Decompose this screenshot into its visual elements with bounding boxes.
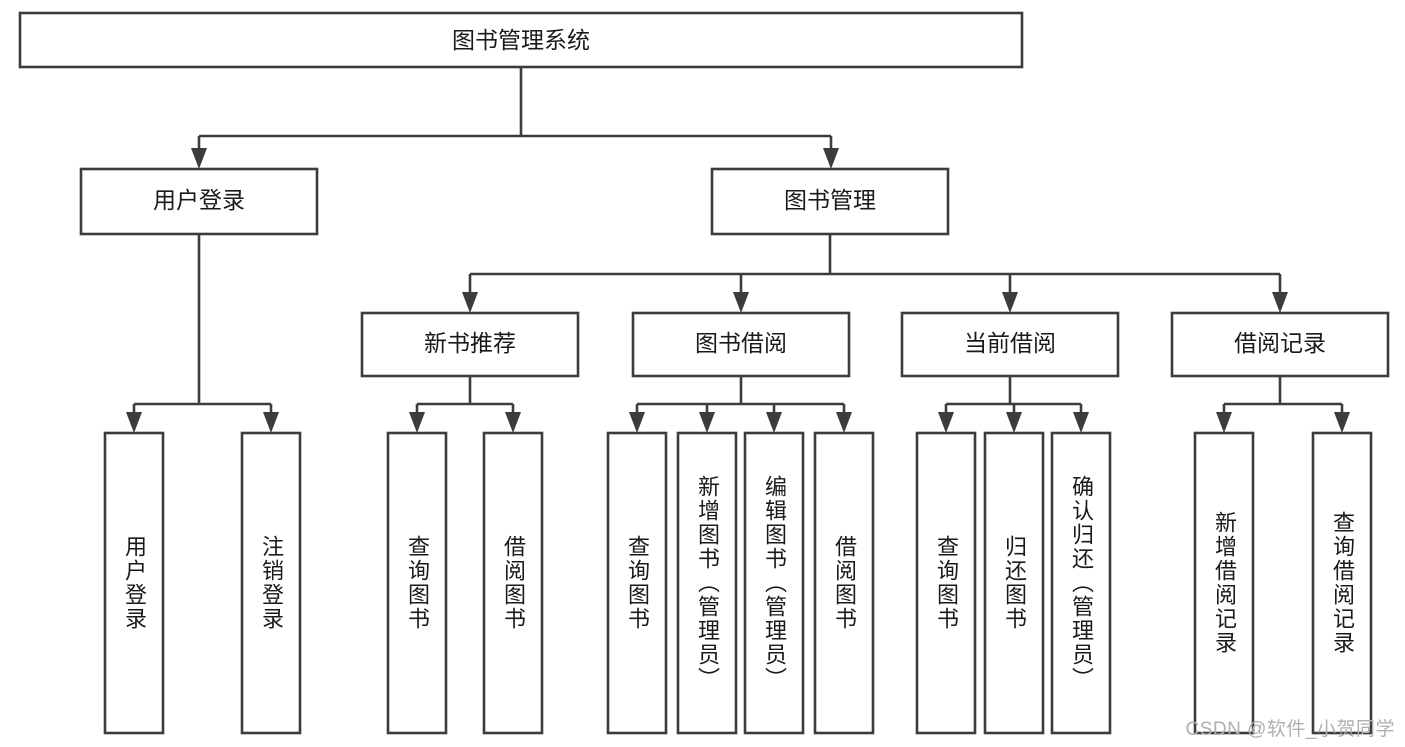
edge-borrowrecord-trunk [1222,376,1344,422]
node-borrow-record-label: 借阅记录 [1234,330,1326,356]
arrowhead-leaf-return-book [1006,412,1022,433]
node-current-borrow-label: 当前借阅 [964,330,1056,356]
node-book-manage[interactable]: 图书管理 [710,167,950,236]
arrowhead-leaf-add-record [1216,412,1232,433]
node-current-borrow[interactable]: 当前借阅 [900,311,1120,378]
arrowhead-user-login [191,148,207,169]
arrowhead-leaf-confirm-return [1073,412,1089,433]
edges-layer [126,67,1350,433]
node-leaf-borrow-book-1-box[interactable] [482,431,544,735]
arrowhead-leaf-query-record [1334,412,1350,433]
arrowhead-borrow-record [1272,292,1288,313]
arrowhead-leaf-borrow-book-2 [836,412,852,433]
node-borrow-record-box[interactable] [1170,311,1390,378]
node-leaf-query-record-box[interactable] [1311,431,1373,735]
node-root-label: 图书管理系统 [452,27,590,53]
arrowhead-leaf-query-book-3 [938,412,954,433]
leaf-boxes-layer [103,431,1373,735]
node-leaf-query-book-3-box[interactable] [915,431,977,735]
node-user-login-box[interactable] [79,167,319,236]
edge-userlogin-trunk [132,234,273,422]
edge-bookborrow-trunk [635,376,846,422]
node-leaf-return-book-box[interactable] [983,431,1045,735]
node-leaf-user-login-box[interactable] [103,431,165,735]
arrowhead-leaf-query-book-2 [629,412,645,433]
arrowhead-book-manage [823,148,839,169]
node-new-book-rec-box[interactable] [360,311,580,378]
node-book-borrow-box[interactable] [631,311,851,378]
node-user-login[interactable]: 用户登录 [79,167,319,236]
node-book-manage-box[interactable] [710,167,950,236]
csdn-watermark: CSDN @软件_小贺同学 [1185,719,1395,740]
edge-root-trunk [197,67,833,157]
arrowhead-new-book-rec [462,292,478,313]
arrowhead-leaf-user-login [126,412,142,433]
node-book-borrow-label: 图书借阅 [695,330,787,356]
node-user-login-label: 用户登录 [153,187,245,213]
node-root[interactable]: 图书管理系统 [18,11,1024,69]
node-new-book-rec-label: 新书推荐 [424,330,516,356]
node-book-borrow[interactable]: 图书借阅 [631,311,851,378]
node-leaf-logout-box[interactable] [240,431,302,735]
edge-newbookrec-trunk [415,376,515,422]
node-current-borrow-box[interactable] [900,311,1120,378]
arrowhead-leaf-logout [263,412,279,433]
node-borrow-record[interactable]: 借阅记录 [1170,311,1390,378]
arrowhead-book-borrow [733,292,749,313]
arrowhead-current-borrow [1002,292,1018,313]
arrowhead-leaf-edit-book [766,412,782,433]
node-leaf-query-book-2-box[interactable] [606,431,668,735]
arrowhead-leaf-borrow-book-1 [505,412,521,433]
node-leaf-query-book-1-box[interactable] [386,431,448,735]
arrowhead-leaf-query-book-1 [409,412,425,433]
edge-bookmanage-trunk [468,234,1282,300]
node-leaf-edit-book-box[interactable] [743,431,805,735]
node-new-book-rec[interactable]: 新书推荐 [360,311,580,378]
arrowhead-leaf-add-book [699,412,715,433]
node-leaf-add-record-box[interactable] [1193,431,1255,735]
node-leaf-confirm-return-box[interactable] [1050,431,1112,735]
node-leaf-add-book-box[interactable] [676,431,738,735]
node-leaf-borrow-book-2-box[interactable] [813,431,875,735]
node-root-box[interactable] [18,11,1024,69]
node-book-manage-label: 图书管理 [784,187,876,213]
